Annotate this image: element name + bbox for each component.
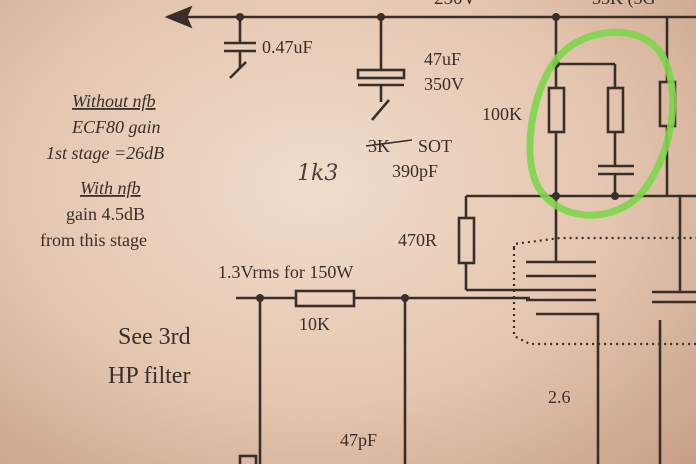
rail-arrow: [164, 5, 193, 29]
handwritten-note: 1k3: [297, 161, 338, 186]
with-nfb-line2: from this stage: [40, 230, 147, 250]
cap-047-label: 0.47uF: [262, 37, 313, 57]
res-470-body: [457, 216, 476, 265]
junction-dot: [256, 294, 264, 302]
with-nfb-title: With nfb: [80, 178, 141, 198]
res-100k-label: 100K: [482, 104, 522, 124]
junction-dot: [611, 192, 619, 200]
bottom-part-body: [238, 454, 258, 464]
junction-dot: [552, 192, 560, 200]
cap-47p-label: 47pF: [340, 430, 377, 450]
junction-dot: [377, 13, 385, 21]
top-cut-label: 250V: [434, 0, 477, 9]
without-nfb-title: Without nfb: [72, 91, 156, 111]
cathode-value-label: 2.6: [548, 387, 571, 407]
drive-level-label: 1.3Vrms for 150W: [218, 262, 353, 282]
highlight-circle: [526, 28, 677, 219]
cap-390-label: 390pF: [392, 161, 438, 181]
cap-47u-ground: [371, 99, 390, 121]
tube-envelope-dotted: [512, 236, 696, 346]
cap-47u-value-label: 47uF: [424, 49, 461, 69]
res-10k-body: [294, 289, 356, 308]
cap-047-ground: [229, 61, 247, 79]
res-470-label: 470R: [398, 230, 437, 250]
res-100k-body: [547, 86, 566, 134]
see-note-line2: HP filter: [108, 363, 190, 389]
with-nfb-line1: gain 4.5dB: [66, 204, 145, 224]
sot-label: SOT: [418, 136, 452, 156]
junction-dot: [552, 13, 560, 21]
cap-47u-voltage-label: 350V: [424, 74, 464, 94]
junction-dot: [236, 13, 244, 21]
without-nfb-line2: 1st stage =26dB: [46, 143, 164, 163]
res-parallel-body: [606, 86, 625, 134]
res-10k-label: 10K: [299, 314, 330, 334]
cap-47u-body: [356, 68, 406, 80]
cathode-line: [536, 312, 600, 464]
junction-dot: [401, 294, 409, 302]
top-right-cut-label: 33K (5G: [592, 0, 656, 9]
without-nfb-line1: ECF80 gain: [71, 117, 161, 137]
strike-line: [365, 139, 413, 147]
sot-struck-label: 3K: [368, 136, 390, 156]
see-note-line1: See 3rd: [118, 324, 191, 350]
